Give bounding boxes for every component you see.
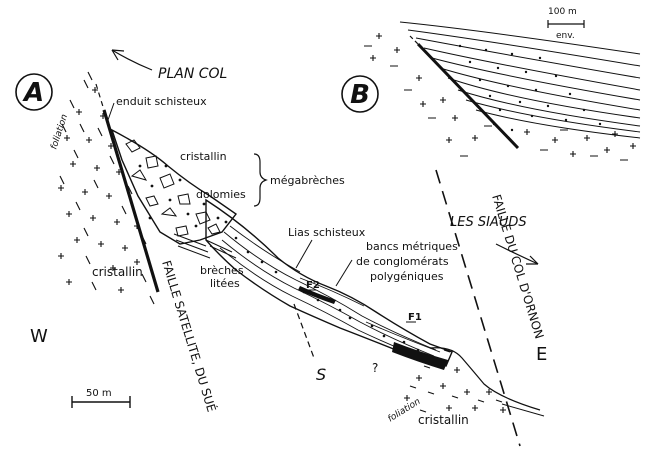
west-label: W xyxy=(30,326,48,347)
les-siauds-arrow xyxy=(495,243,539,265)
panel-b-crystalline-right xyxy=(524,129,636,157)
panel-b: B 100 m env. xyxy=(341,7,641,161)
cristallin-top-label: cristallin xyxy=(180,150,227,163)
panel-b-dashes-left xyxy=(364,45,492,157)
crystalline-pattern-right xyxy=(404,357,506,413)
scale-bar-a: 50 m xyxy=(71,388,131,408)
panel-b-fault-line xyxy=(416,42,520,150)
scale-a-label: 50 m xyxy=(86,388,112,399)
panel-b-dots xyxy=(458,44,602,132)
scale-b-label-2: env. xyxy=(556,31,575,41)
panel-b-layers xyxy=(399,21,641,139)
satellite-fault-dashed-ext xyxy=(95,83,105,111)
crystalline-pattern-left xyxy=(58,87,140,293)
panel-b-dashes-right xyxy=(540,129,628,161)
cristallin-left-label: cristallin xyxy=(92,265,143,279)
f1-label: F1 xyxy=(408,312,422,323)
f2-label: F2 xyxy=(306,280,320,291)
panel-b-letter: B xyxy=(350,80,370,110)
scale-b-label-1: 100 m xyxy=(548,7,577,17)
megabreches-label: mégabrèches xyxy=(270,174,345,187)
col-ornon-fault-line xyxy=(435,169,521,447)
bancs-label-2: de conglomérats xyxy=(356,255,449,268)
east-label: E xyxy=(536,344,547,365)
plan-col-arrow: PLAN COL xyxy=(111,49,227,82)
foliation-dashes-right xyxy=(409,349,503,413)
foliation-dashes-left xyxy=(59,71,155,305)
lias-label: Lias schisteux xyxy=(288,226,366,239)
plan-col-label: PLAN COL xyxy=(158,66,227,82)
question-label: ? xyxy=(372,361,378,375)
satellite-fault-line xyxy=(102,109,160,293)
dolomies-label: dolomies xyxy=(196,188,246,201)
scale-bar-b: 100 m env. xyxy=(547,7,585,41)
s-label: S xyxy=(316,365,326,384)
megabreccia-block xyxy=(110,128,238,259)
litees-label: litées xyxy=(210,277,240,290)
foliation-left-label: foliation xyxy=(49,113,70,151)
megabreches-bracket xyxy=(253,153,268,207)
les-siauds-label: LES SIAUDS xyxy=(450,215,527,230)
panel-b-marker: B xyxy=(341,75,379,113)
panel-a: A PLAN COL foliation xyxy=(15,49,547,447)
enduit-label: enduit schisteux xyxy=(116,95,207,108)
cristallin-right-label: cristallin xyxy=(418,413,469,427)
panel-a-marker: A xyxy=(15,73,53,111)
panel-a-letter: A xyxy=(22,78,44,108)
panel-b-crystalline-left xyxy=(370,33,478,143)
basement-surface-right xyxy=(429,347,541,411)
bancs-label-1: bancs métriques xyxy=(366,240,458,253)
bancs-label-3: polygéniques xyxy=(370,270,444,283)
